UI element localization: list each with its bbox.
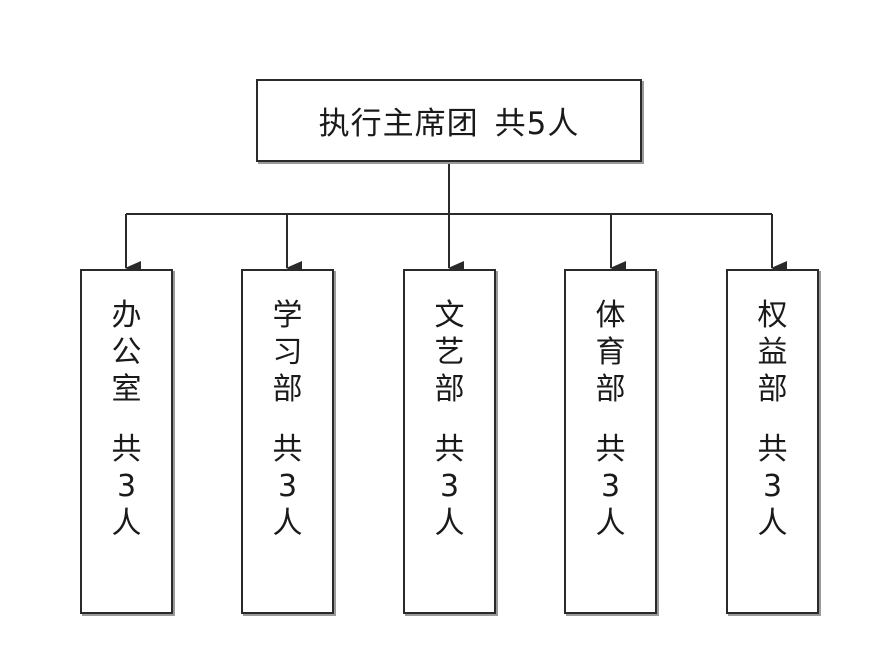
dept-name: 学习部	[243, 297, 332, 408]
dept-name: 办公室	[82, 297, 171, 408]
vertical-char: 部	[757, 372, 788, 407]
vertical-char: 部	[595, 372, 626, 407]
vertical-char: 部	[434, 372, 465, 407]
vertical-char: 室	[111, 372, 142, 407]
vertical-char: 习	[272, 335, 303, 370]
vertical-char: 人	[595, 506, 626, 541]
vertical-char: 共	[757, 432, 788, 467]
root-count: 共5人	[494, 106, 580, 142]
vertical-char: 部	[272, 372, 303, 407]
vertical-char: 体	[595, 298, 626, 333]
vertical-char: 人	[272, 506, 303, 541]
root-node: 执行主席团 共5人	[256, 79, 642, 162]
vertical-char: 共	[595, 432, 626, 467]
dept-name: 权益部	[728, 297, 817, 408]
vertical-char: 共	[111, 432, 142, 467]
vertical-char: 3	[116, 469, 137, 504]
vertical-char: 3	[277, 469, 298, 504]
dept-name: 文艺部	[405, 297, 494, 408]
vertical-char: 人	[434, 506, 465, 541]
vertical-char: 共	[272, 432, 303, 467]
vertical-char: 办	[111, 298, 142, 333]
vertical-char: 育	[595, 335, 626, 370]
vertical-char: 益	[757, 335, 788, 370]
vertical-char: 艺	[434, 335, 465, 370]
vertical-char: 学	[272, 298, 303, 333]
vertical-char: 公	[111, 335, 142, 370]
vertical-char: 人	[111, 506, 142, 541]
vertical-char: 人	[757, 506, 788, 541]
root-name: 执行主席团	[318, 106, 479, 142]
dept-name: 体育部	[566, 297, 655, 408]
vertical-char: 3	[439, 469, 460, 504]
vertical-char: 共	[434, 432, 465, 467]
vertical-char: 3	[600, 469, 621, 504]
vertical-char: 权	[757, 298, 788, 333]
vertical-char: 文	[434, 298, 465, 333]
vertical-char: 3	[762, 469, 783, 504]
